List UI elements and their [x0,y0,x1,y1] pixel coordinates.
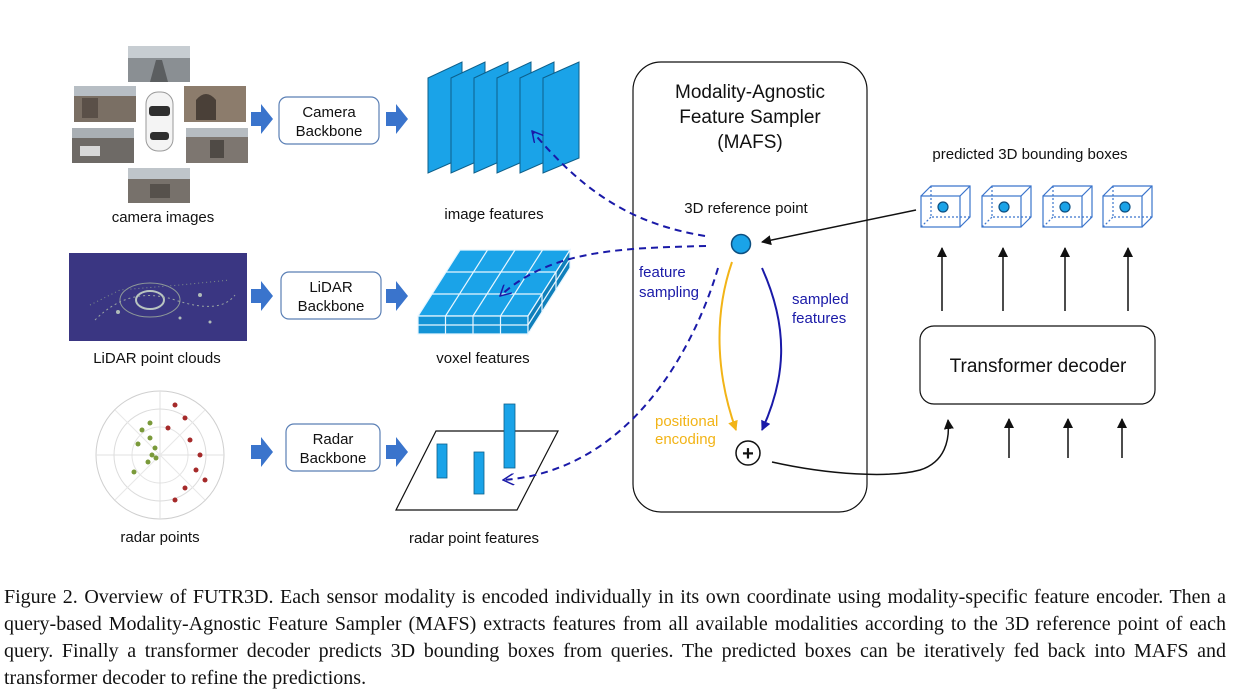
lidar-point-cloud-image [69,253,247,341]
futr3d-diagram: camera images LiDAR point clouds radar p… [69,46,1156,547]
mafs-title-line1: Modality-Agnostic [675,82,825,103]
sampled-features-line1: sampled [792,291,849,308]
lidar-backbone-box: LiDAR Backbone [280,271,382,320]
lidar-backbone-line2: Backbone [298,298,365,315]
voxel-features-grid [416,247,572,337]
decoder-output-arrows [937,247,1133,311]
reference-point-label: 3D reference point [684,200,808,217]
feature-sampling-arrows [500,131,719,480]
input-arrows [251,104,408,467]
transformer-decoder-box [919,325,1156,405]
radar-polar-plot [95,390,225,520]
predicted-box-4 [1102,185,1153,228]
predicted-boxes-label: predicted 3D bounding boxes [932,146,1127,163]
radar-points-label: radar points [120,529,199,546]
sampled-features-line2: features [792,310,846,327]
fused-to-decoder-arrow [771,419,954,476]
camera-to-backbone-arrow [251,104,273,134]
reference-point-icon [730,233,752,255]
mafs-title-line2: Feature Sampler [679,107,821,128]
mafs-panel [632,61,868,513]
boxes-to-reference-arrow [761,209,917,246]
lidar-backbone-to-features-arrow [386,281,408,311]
camera-backbone-box: Camera Backbone [278,96,380,145]
image-features-stack [427,61,580,174]
sampled-features-arrow [761,267,783,431]
feature-sampling-line2: sampling [639,284,699,301]
radar-backbone-line2: Backbone [300,450,367,467]
radar-to-backbone-arrow [251,437,273,467]
positional-line1: positional [655,413,718,430]
lidar-to-backbone-arrow [251,281,273,311]
radar-features-label: radar point features [409,530,539,547]
voxel-features-label: voxel features [436,350,529,367]
figure-caption: Figure 2. Overview of FUTR3D. Each senso… [4,586,1226,689]
camera-backbone-to-features-arrow [386,104,408,134]
image-features-label: image features [444,206,543,223]
radar-backbone-to-features-arrow [386,437,408,467]
transformer-decoder-label: Transformer decoder [950,356,1127,377]
predicted-box-2 [981,185,1032,228]
camera-backbone-line2: Backbone [296,123,363,140]
camera-backbone-line1: Camera [302,104,356,121]
camera-images-group [72,46,248,203]
add-node [735,440,761,466]
lidar-label: LiDAR point clouds [93,350,221,367]
feature-sampling-line1: feature [639,264,686,281]
positional-line2: encoding [655,431,716,448]
camera-images-label: camera images [112,209,215,226]
decoder-input-arrows [1004,418,1127,458]
positional-encoding-arrow [718,261,738,431]
predicted-box-3 [1042,185,1093,228]
sampling-to-voxel-arrow [500,245,707,296]
radar-backbone-line1: Radar [313,431,354,448]
ego-car-icon [145,91,174,152]
radar-backbone-box: Radar Backbone [285,423,381,472]
lidar-backbone-line1: LiDAR [309,279,353,296]
radar-point-features [395,403,559,511]
mafs-title-line3: (MAFS) [717,132,782,153]
predicted-box-1 [920,185,971,228]
add-node-symbol: + [742,443,754,465]
sampling-to-radar-arrow [503,267,719,480]
